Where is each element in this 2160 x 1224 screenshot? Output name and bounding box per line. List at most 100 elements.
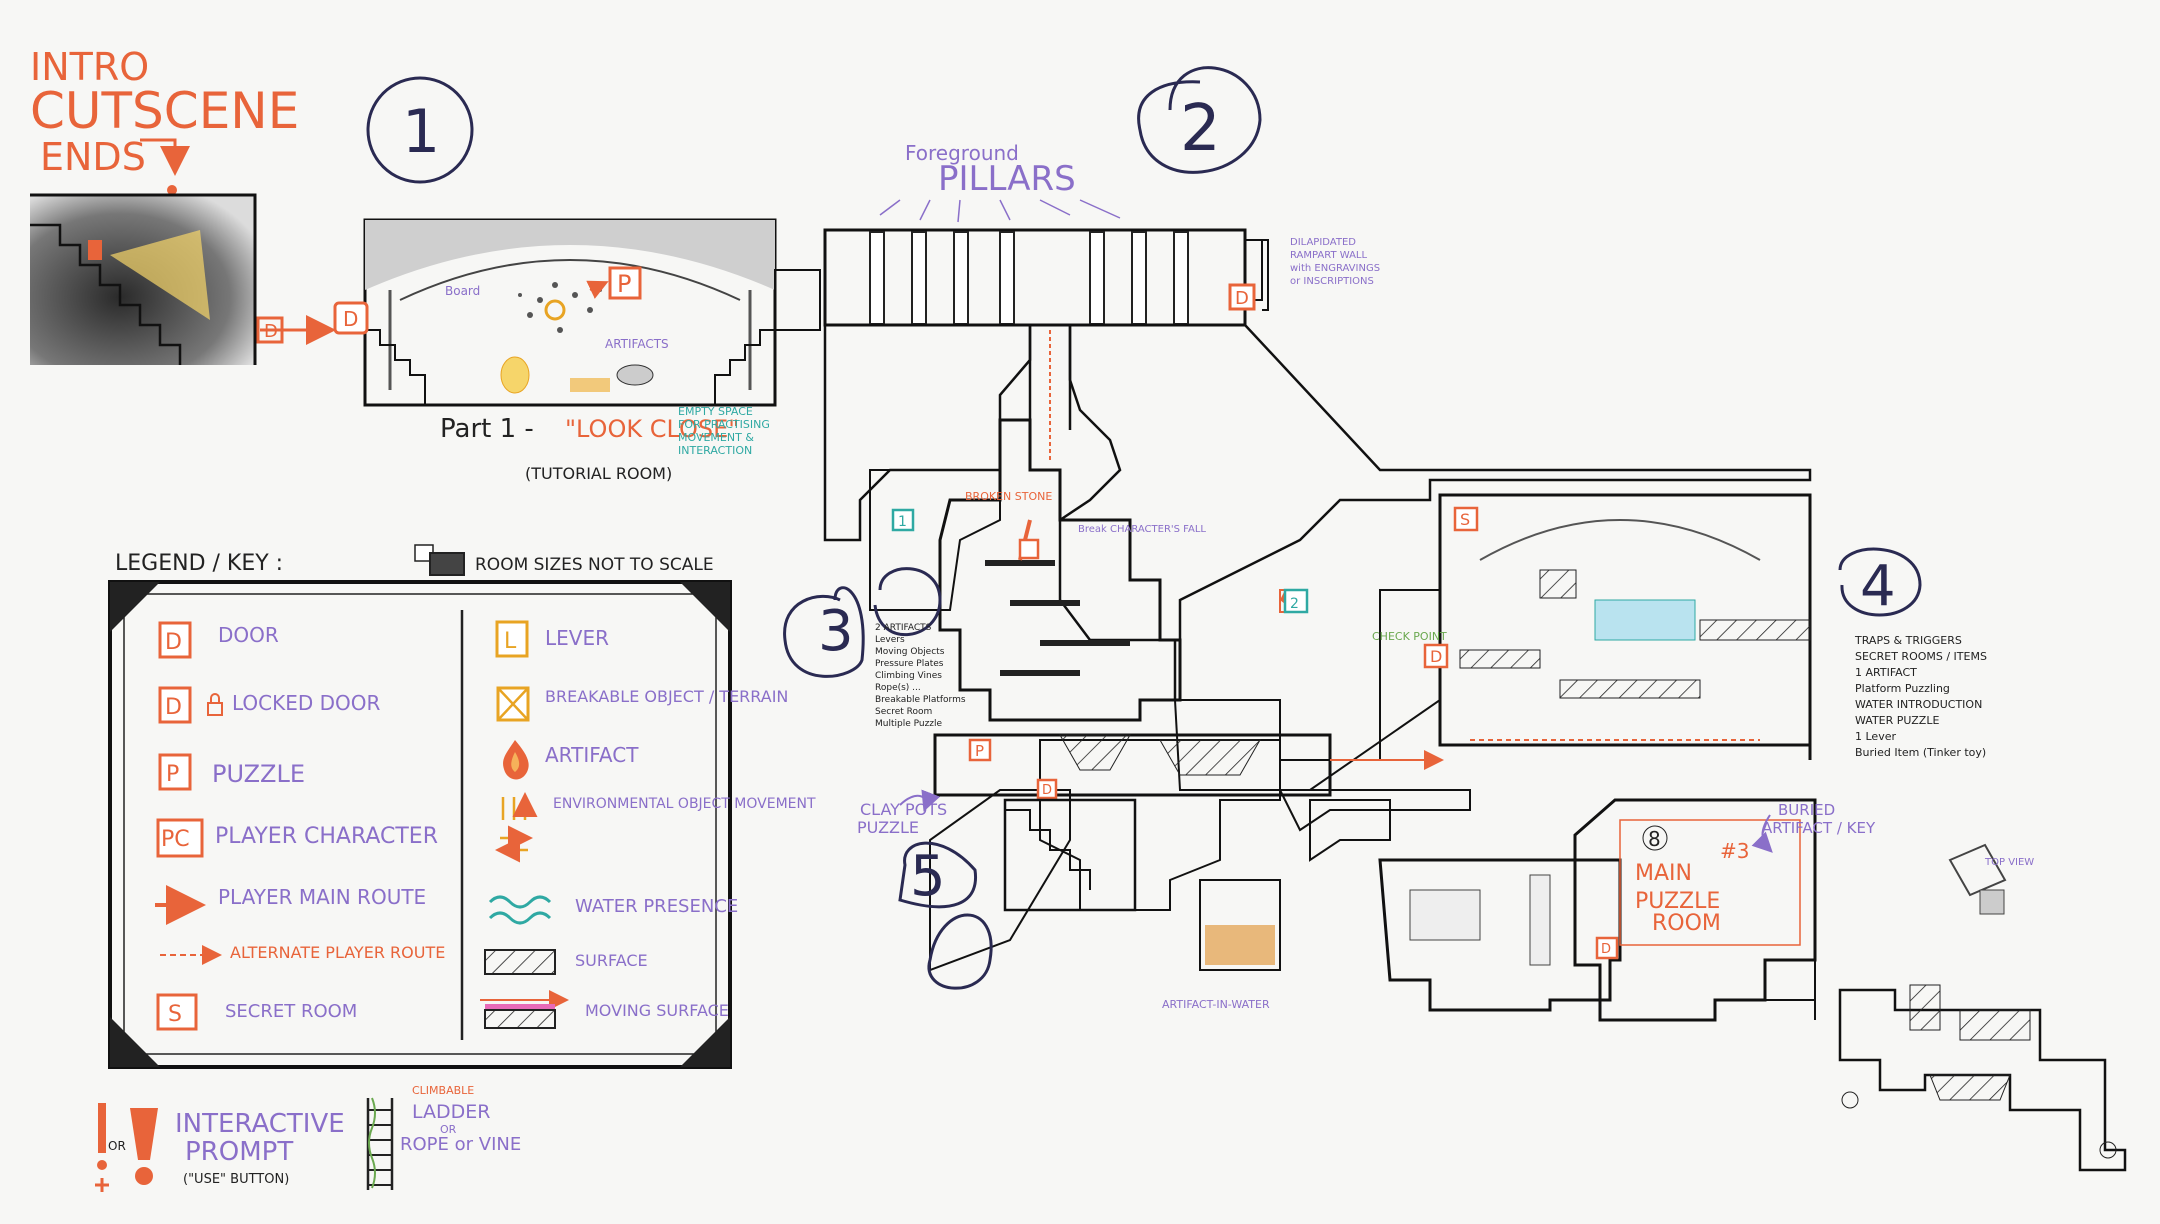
legend-label-water: WATER PRESENCE [575,896,738,917]
prompt-or: OR [108,1139,126,1153]
room8-number: 8 [1648,827,1661,851]
section-3-circle [873,567,942,637]
room2-side-note-2: RAMPART WALL [1290,250,1368,261]
legend-item-env-movement: ENVIRONMENTAL OBJECT MOVEMENT [495,796,816,863]
room1-side-note-3: MOVEMENT & [678,431,754,444]
legend-label-alternate-route: ALTERNATE PLAYER ROUTE [230,943,445,962]
prompt-sub: ("USE" BUTTON) [183,1172,289,1187]
mini-map: TOP VIEW [1838,843,2127,1172]
room3-list-6: Rope(s) ... [875,683,921,693]
room4-list-4: Platform Puzzling [1855,682,1950,695]
legend-item-lever: L LEVER [495,620,609,658]
room1-title: Part 1 - [440,414,534,444]
room3-list-3: Moving Objects [875,647,945,657]
svg-text:S: S [1460,510,1470,529]
intro-line3: ENDS [40,135,146,179]
legend-label-moving-surface: MOVING SURFACE [585,1001,729,1020]
room3-list-1: 2 ARTIFACTS [875,623,932,633]
section-1-number: 1 [402,97,440,167]
ladder-label-3: ROPE or VINE [400,1134,521,1155]
prompt-key: OR INTERACTIVE PROMPT ("USE" BUTTON) [95,1103,345,1192]
room4-list-1: TRAPS & TRIGGERS [1854,634,1962,647]
main-map: S D CHECK POINT 4 TRAPS & TRIGGERS SECRE… [783,323,2127,1172]
section-4-number: 4 [1860,554,1896,619]
room3-list-7: Breakable Platforms [875,695,966,705]
svg-text:2: 2 [1290,596,1299,612]
room4-list-3: 1 ARTIFACT [1855,666,1917,679]
room1-subtitle: "LOOK CLOSE" [565,415,739,443]
room1-board-label: Board [445,284,480,298]
room8-title-1: MAIN [1635,861,1692,886]
legend-label-secret-room: SECRET ROOM [225,1001,357,1022]
legend-label-main-route: PLAYER MAIN ROUTE [218,885,426,909]
section-3-number: 3 [818,599,854,664]
room-2: 2 Foreground PILLARS D DILAPIDATED RAMPA… [823,66,1380,327]
room1-side-note-1: EMPTY SPACE [678,405,753,418]
room2-heading-small: Foreground [905,141,1019,165]
room3-list-9: Multiple Puzzle [875,719,943,729]
intro-line1: INTRO [30,45,149,89]
legend-label-puzzle: PUZZLE [212,760,305,788]
svg-text:D: D [165,630,182,655]
intro-room [30,195,255,365]
legend-label-surface: SURFACE [575,951,648,970]
room1-note: (TUTORIAL ROOM) [525,464,672,483]
svg-text:P: P [166,762,179,787]
legend-item-alternate-route: ALTERNATE PLAYER ROUTE [160,943,445,965]
legend-item-breakable: BREAKABLE OBJECT / TERRAIN [496,686,788,722]
room3-list-2: Levers [875,635,905,645]
top-view-label: TOP VIEW [1984,857,2034,868]
exclamation-icon [130,1108,158,1160]
room1-side-note-4: INTERACTION [678,444,752,457]
svg-text:L: L [504,629,517,654]
legend-item-artifact: ARTIFACT [503,740,639,780]
legend-item-water: WATER PRESENCE [488,895,738,925]
artifact-in-water-label: ARTIFACT-IN-WATER [1162,998,1270,1011]
room1-side-note-2: FOR PRACTISING [678,418,770,431]
svg-text:D: D [1235,288,1249,309]
room-1: 1 P Board ARTIFACTS D Part 1 - "LOOK CLO… [260,76,821,483]
svg-text:P: P [975,742,984,760]
legend-scale-note: ROOM SIZES NOT TO SCALE [475,555,714,575]
section-2-circle [1137,66,1262,174]
intro-cutscene: INTRO CUTSCENE ENDS D [30,45,299,365]
room3-list-8: Secret Room [875,707,932,717]
room4-list-2: SECRET ROOMS / ITEMS [1855,650,1987,663]
section-5-number: 5 [910,844,946,909]
svg-text:D: D [1601,942,1611,957]
legend-label-lever: LEVER [545,626,609,650]
section-5-circle [927,913,993,990]
svg-text:P: P [617,270,631,298]
svg-text:1: 1 [898,514,907,530]
prompt-label-1: INTERACTIVE [175,1109,345,1139]
room8-title-2: PUZZLE [1635,889,1720,914]
legend-label-door: DOOR [218,623,279,647]
section-4-circle [1838,547,1922,617]
svg-text:D: D [343,307,358,331]
legend-item-player-character: PC PLAYER CHARACTER [156,818,438,858]
legend-title: LEGEND / KEY : [115,551,283,576]
room4-list-7: 1 Lever [1855,730,1896,743]
ladder-label-1: LADDER [412,1101,491,1123]
legend-item-puzzle: P PUZZLE [158,753,305,791]
legend-item-secret-room: S SECRET ROOM [156,993,357,1031]
legend-label-artifact: ARTIFACT [545,743,639,767]
room3-list-5: Climbing Vines [875,671,942,681]
legend-label-locked-door: LOCKED DOOR [232,691,381,715]
room4-check-point: CHECK POINT [1372,630,1447,643]
legend-item-main-route: PLAYER MAIN ROUTE [155,885,426,925]
legend-label-breakable: BREAKABLE OBJECT / TERRAIN [545,687,788,706]
room2-side-note-1: DILAPIDATED [1290,237,1356,248]
room4-list-6: WATER PUZZLE [1855,714,1939,727]
room3-chars-fall: Break CHARACTER'S FALL [1078,524,1206,535]
room8-sub: #3 [1720,839,1749,863]
ladder-climbable: CLIMBABLE [412,1084,474,1097]
legend-label-env-movement: ENVIRONMENTAL OBJECT MOVEMENT [553,796,816,812]
room2-side-note-4: or INSCRIPTIONS [1290,276,1374,287]
buried-artifact-1: BURIED [1778,801,1835,819]
buried-artifact-2: ARTIFACT / KEY [1762,819,1876,837]
svg-text:D: D [1042,783,1052,798]
prompt-label-2: PROMPT [185,1137,293,1167]
room1-artifacts-label: ARTIFACTS [605,337,669,351]
